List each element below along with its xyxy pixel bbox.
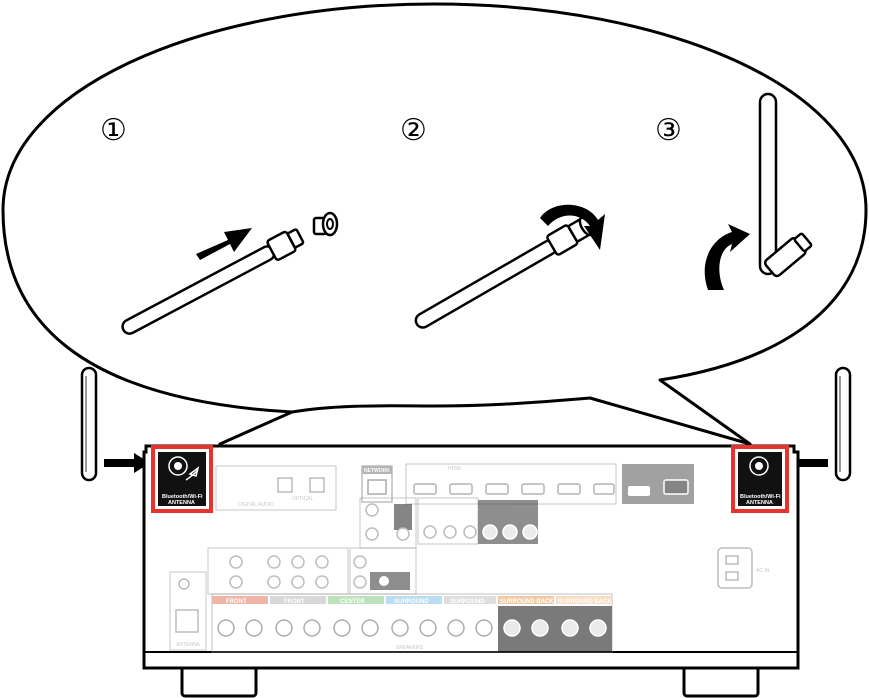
fm-am-antenna-section: ANTENNA [169, 571, 207, 651]
digital-audio-label: DIGITAL AUDIO [238, 502, 274, 508]
speaker-terminals: FRONT FRONT CENTER SURROUND SURROUND SUR… [211, 593, 613, 653]
ac-in-label: AC IN [756, 568, 770, 574]
left-insert-arrow-icon [104, 453, 150, 473]
left-antenna-label-2: ANTENNA [168, 500, 195, 506]
callout-bubble [1, 2, 868, 446]
left-antenna-terminal[interactable]: Bluetooth/Wi-Fi ANTENNA [151, 445, 213, 513]
step-number-2: ② [400, 113, 427, 148]
step-number-3: ③ [655, 113, 682, 148]
right-antenna-terminal[interactable]: Bluetooth/Wi-Fi ANTENNA [731, 445, 789, 513]
network-port: NETWORK [361, 465, 393, 503]
right-antenna-label-2: ANTENNA [746, 500, 773, 506]
hdmi-section: HDMI [405, 463, 694, 505]
speaker-surround-left-label: SURROUND [394, 599, 429, 605]
speaker-surround-back-left-label: SURROUND BACK [500, 599, 554, 605]
speaker-front-left-label: FRONT [226, 599, 247, 605]
curved-arrow-icon [704, 224, 750, 290]
rotate-arrow-icon [540, 204, 605, 250]
step1-antenna [121, 228, 305, 335]
right-antenna-label-1: Bluetooth/Wi-Fi [740, 494, 781, 500]
ac-inlet: AC IN [717, 547, 770, 589]
video-section [359, 497, 538, 549]
step3-antenna [758, 92, 813, 278]
speaker-center-label: CENTER [340, 599, 365, 605]
digital-audio-section: DIGITAL AUDIO OPTICAL [215, 465, 337, 511]
fm-am-antenna-label: ANTENNA [176, 642, 201, 648]
network-label: NETWORK [364, 468, 390, 474]
step-number-1: ① [100, 113, 127, 148]
left-antenna-label-1: Bluetooth/Wi-Fi [162, 494, 203, 500]
speaker-surround-right-label: SURROUND [450, 599, 485, 605]
audio-input-section [207, 547, 417, 595]
left-side-antenna [80, 366, 98, 482]
step1-connector [312, 211, 339, 237]
right-side-antenna [834, 366, 852, 482]
speakers-label: SPEAKERS [396, 645, 424, 651]
optical-label: OPTICAL [292, 496, 314, 502]
speaker-surround-back-right-label: SURROUND BACK [558, 599, 612, 605]
push-arrow-icon [196, 228, 252, 260]
hdmi-label: HDMI [448, 466, 461, 472]
speaker-front-right-label: FRONT [284, 599, 305, 605]
